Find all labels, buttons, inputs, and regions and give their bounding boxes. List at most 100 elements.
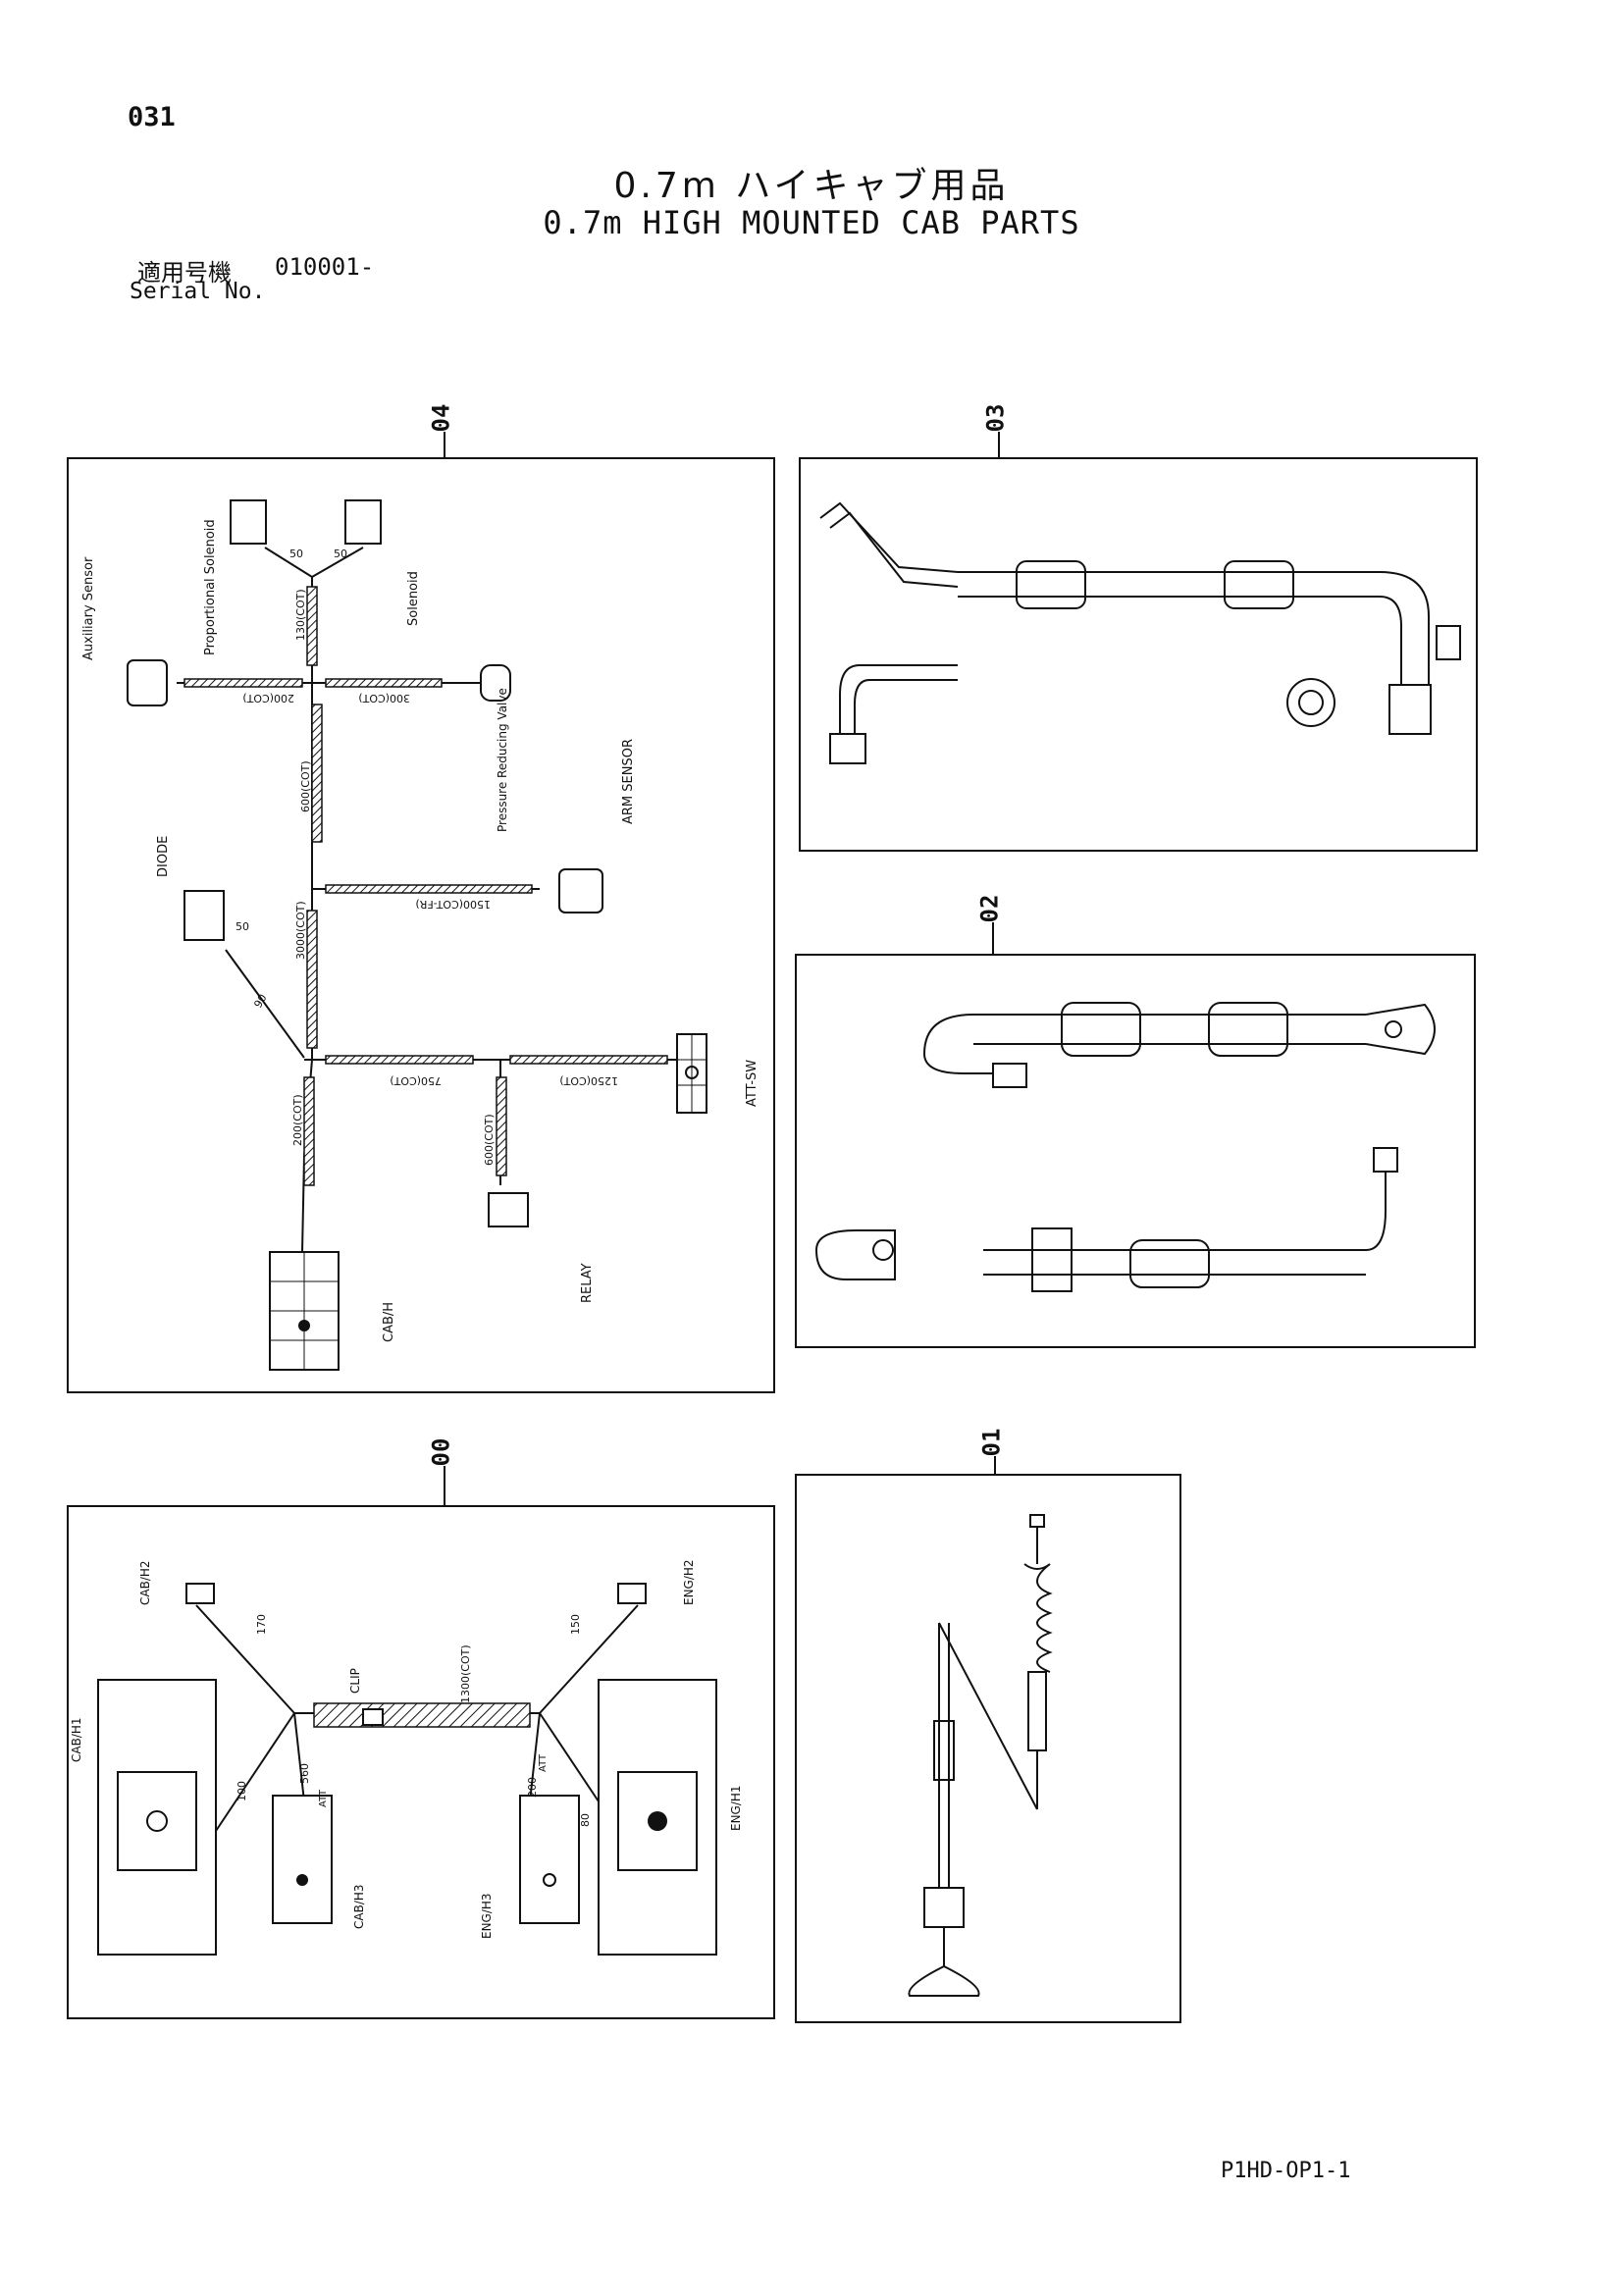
serial-value: 010001- — [275, 253, 375, 281]
label-len-200: 200 — [526, 1777, 539, 1798]
panel-01-control-cable — [795, 1474, 1181, 2023]
label-len-170: 170 — [255, 1614, 268, 1635]
att-sw-blank-pin — [685, 1066, 699, 1079]
label-diode: DIODE — [156, 836, 171, 877]
label-cab-h: CAB/H — [382, 1302, 396, 1342]
page-title-en: 0.7m HIGH MOUNTED CAB PARTS — [543, 204, 1080, 241]
panel-04-wiring-harness: Auxiliary Sensor Proportional Solenoid S… — [67, 457, 775, 1393]
label-len-1500: 1500(COT-FR) — [415, 898, 491, 911]
hose-03-end-fitting — [829, 733, 866, 764]
cab-h1-center-block — [117, 1771, 197, 1871]
clip — [362, 1708, 384, 1726]
label-len-130: 130(COT) — [294, 589, 307, 641]
label-arm-sensor: ARM SENSOR — [621, 739, 636, 824]
label-eng-h1: ENG/H1 — [729, 1785, 743, 1831]
hose-02-upper-eye-terminal — [1365, 1003, 1436, 1056]
callout-02: 02 — [975, 894, 1004, 923]
page-number: 031 — [128, 102, 176, 132]
callout-04-leader — [444, 432, 445, 461]
harness-00-diagram: CAB/H2 ENG/H2 CAB/H1 ENG/H1 CAB/H3 ENG/H… — [70, 1559, 743, 1956]
label-auxiliary-sensor: Auxiliary Sensor — [81, 556, 96, 660]
tube-300 — [325, 678, 443, 688]
tube-600a — [311, 704, 323, 843]
callout-01-leader — [994, 1456, 996, 1476]
hose-02-bracket — [815, 1229, 896, 1280]
pressure-reducing-valve-connector — [480, 664, 511, 702]
label-len-1300: 1300(COT) — [459, 1644, 472, 1703]
label-len-750: 750(COT) — [390, 1074, 442, 1087]
serial-label-jp: 適用号機 — [137, 259, 232, 287]
tube-750 — [325, 1055, 474, 1065]
panel-03-hose — [799, 457, 1478, 852]
hose-02-lower-fitting — [1031, 1227, 1073, 1292]
diode-connector — [183, 890, 225, 941]
harness-diagram: Auxiliary Sensor Proportional Solenoid S… — [81, 499, 759, 1371]
cable-01-upper-sleeve — [1027, 1671, 1047, 1751]
hose-02-lower-elbow — [1365, 1172, 1387, 1251]
tube-1500 — [325, 884, 533, 894]
tube-3000 — [306, 910, 318, 1049]
solenoid-connector — [344, 499, 382, 545]
tube-200a — [183, 678, 303, 688]
serial-label-en: Serial No. — [130, 279, 266, 304]
hose-03-nut — [1436, 625, 1461, 660]
label-len-3000: 3000(COT) — [294, 901, 307, 960]
eng-h2-connector — [617, 1583, 647, 1604]
label-proportional-solenoid: Proportional Solenoid — [203, 519, 218, 655]
callout-03: 03 — [981, 403, 1010, 433]
tube-1250 — [509, 1055, 668, 1065]
callout-01: 01 — [977, 1428, 1006, 1457]
hose-02-upper-fitting — [992, 1063, 1027, 1088]
cable-01-top-eye — [1029, 1514, 1045, 1528]
hose-02-upper-sleeve-a — [1061, 1002, 1141, 1057]
label-att-a: ATT — [318, 1789, 329, 1807]
panel-02-hose — [795, 954, 1476, 1348]
hose-03-sleeve-b — [1224, 560, 1294, 609]
panel-00-cab-eng-harness: CAB/H2 ENG/H2 CAB/H1 ENG/H1 CAB/H3 ENG/H… — [67, 1505, 775, 2019]
hose-02-diagram — [815, 1002, 1436, 1292]
label-len-200a: 200(COT) — [242, 692, 294, 704]
label-len-300: 300(COT) — [358, 692, 410, 704]
label-len-80: 80 — [579, 1813, 592, 1827]
label-len-560: 560 — [298, 1763, 311, 1784]
cable-01-lock-nut — [923, 1887, 965, 1928]
callout-00-leader — [444, 1466, 445, 1507]
hose-03-bend-left — [819, 501, 959, 573]
footer-code: P1HD-OP1-1 — [1221, 2159, 1351, 2183]
label-relay: RELAY — [580, 1263, 595, 1303]
cable-01-lower-sleeve — [933, 1720, 955, 1781]
hose-02-upper-sleeve-b — [1208, 1002, 1288, 1057]
hose-03-elbow-fitting — [1388, 684, 1432, 735]
proportional-solenoid-connector — [230, 499, 267, 545]
label-len-50a: 50 — [289, 548, 303, 560]
cable-01-boot — [1023, 1563, 1053, 1673]
tube-200b — [303, 1076, 315, 1186]
label-eng-h3: ENG/H3 — [480, 1893, 494, 1939]
label-cab-h3: CAB/H3 — [352, 1884, 366, 1929]
callout-00: 00 — [427, 1437, 455, 1467]
callout-04: 04 — [427, 403, 455, 433]
tube-130 — [306, 586, 318, 666]
relay-connector — [488, 1192, 529, 1227]
label-len-1250: 1250(COT) — [559, 1074, 618, 1087]
label-pressure-reducing-valve: Pressure Reducing Valve — [496, 688, 509, 832]
label-att-sw: ATT-SW — [745, 1060, 759, 1107]
callout-02-leader — [992, 922, 994, 956]
label-len-600a: 600(COT) — [299, 760, 312, 812]
page-title-jp: 0.7m ハイキャブ用品 — [613, 166, 1010, 206]
label-len-50c: 50 — [236, 920, 249, 933]
eng-h3-connector — [519, 1795, 580, 1924]
tube-1300 — [313, 1702, 531, 1728]
cable-01-knob — [908, 1927, 980, 1997]
arm-sensor-connector — [558, 868, 603, 913]
label-len-90: 90 — [251, 992, 269, 1011]
label-att-b: ATT — [538, 1753, 549, 1772]
cab-h2-connector — [185, 1583, 215, 1604]
label-cab-h1: CAB/H1 — [70, 1717, 83, 1762]
cab-h-blank-pin — [298, 1320, 310, 1331]
tube-600b — [496, 1076, 507, 1176]
hose-03-diagram — [819, 501, 1461, 764]
label-len-200b: 200(COT) — [291, 1094, 304, 1146]
aux-sensor-connector — [127, 659, 168, 706]
label-len-50b: 50 — [334, 548, 347, 560]
